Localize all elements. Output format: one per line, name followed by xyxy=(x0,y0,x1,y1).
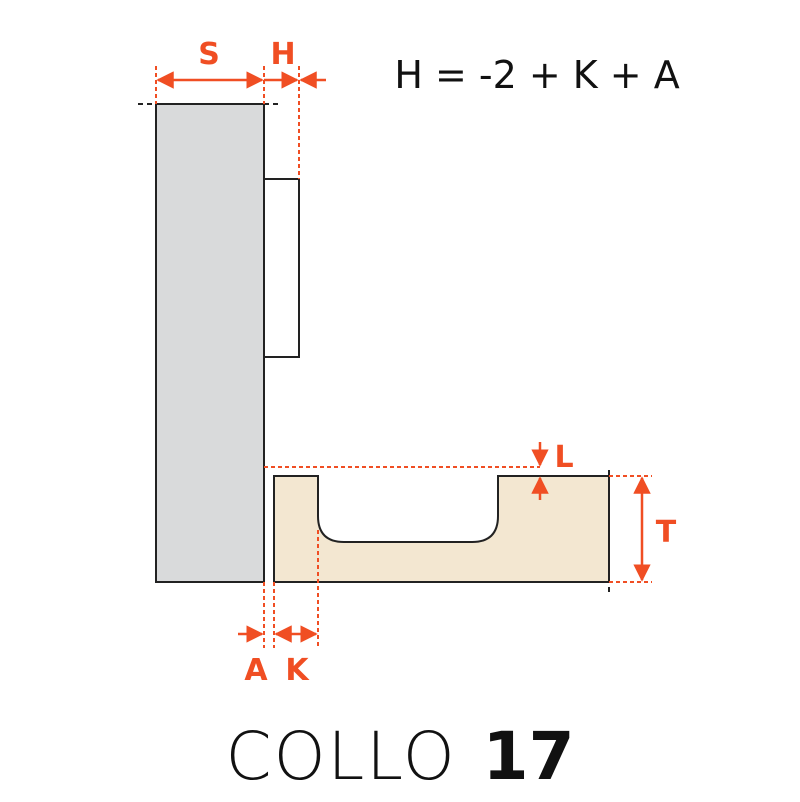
model-caption: COLLO 17 xyxy=(0,712,800,802)
s-label: S xyxy=(198,37,220,72)
hinge-plate xyxy=(263,178,300,358)
h-label: H xyxy=(270,37,295,72)
formula-text: H = -2 + K + A xyxy=(394,53,679,97)
l-dimension xyxy=(264,442,549,500)
s-dimension xyxy=(155,66,265,104)
t-dimension xyxy=(609,475,652,583)
l-label: L xyxy=(554,440,573,475)
door-panel xyxy=(273,475,610,583)
side-panel xyxy=(155,103,265,583)
h-dimension xyxy=(264,66,326,179)
k-label: K xyxy=(285,653,310,688)
t-label: T xyxy=(656,515,677,550)
model-name: COLLO xyxy=(225,718,457,795)
model-number: 17 xyxy=(482,718,575,795)
a-k-dimension xyxy=(238,530,319,648)
a-label: A xyxy=(244,653,268,688)
